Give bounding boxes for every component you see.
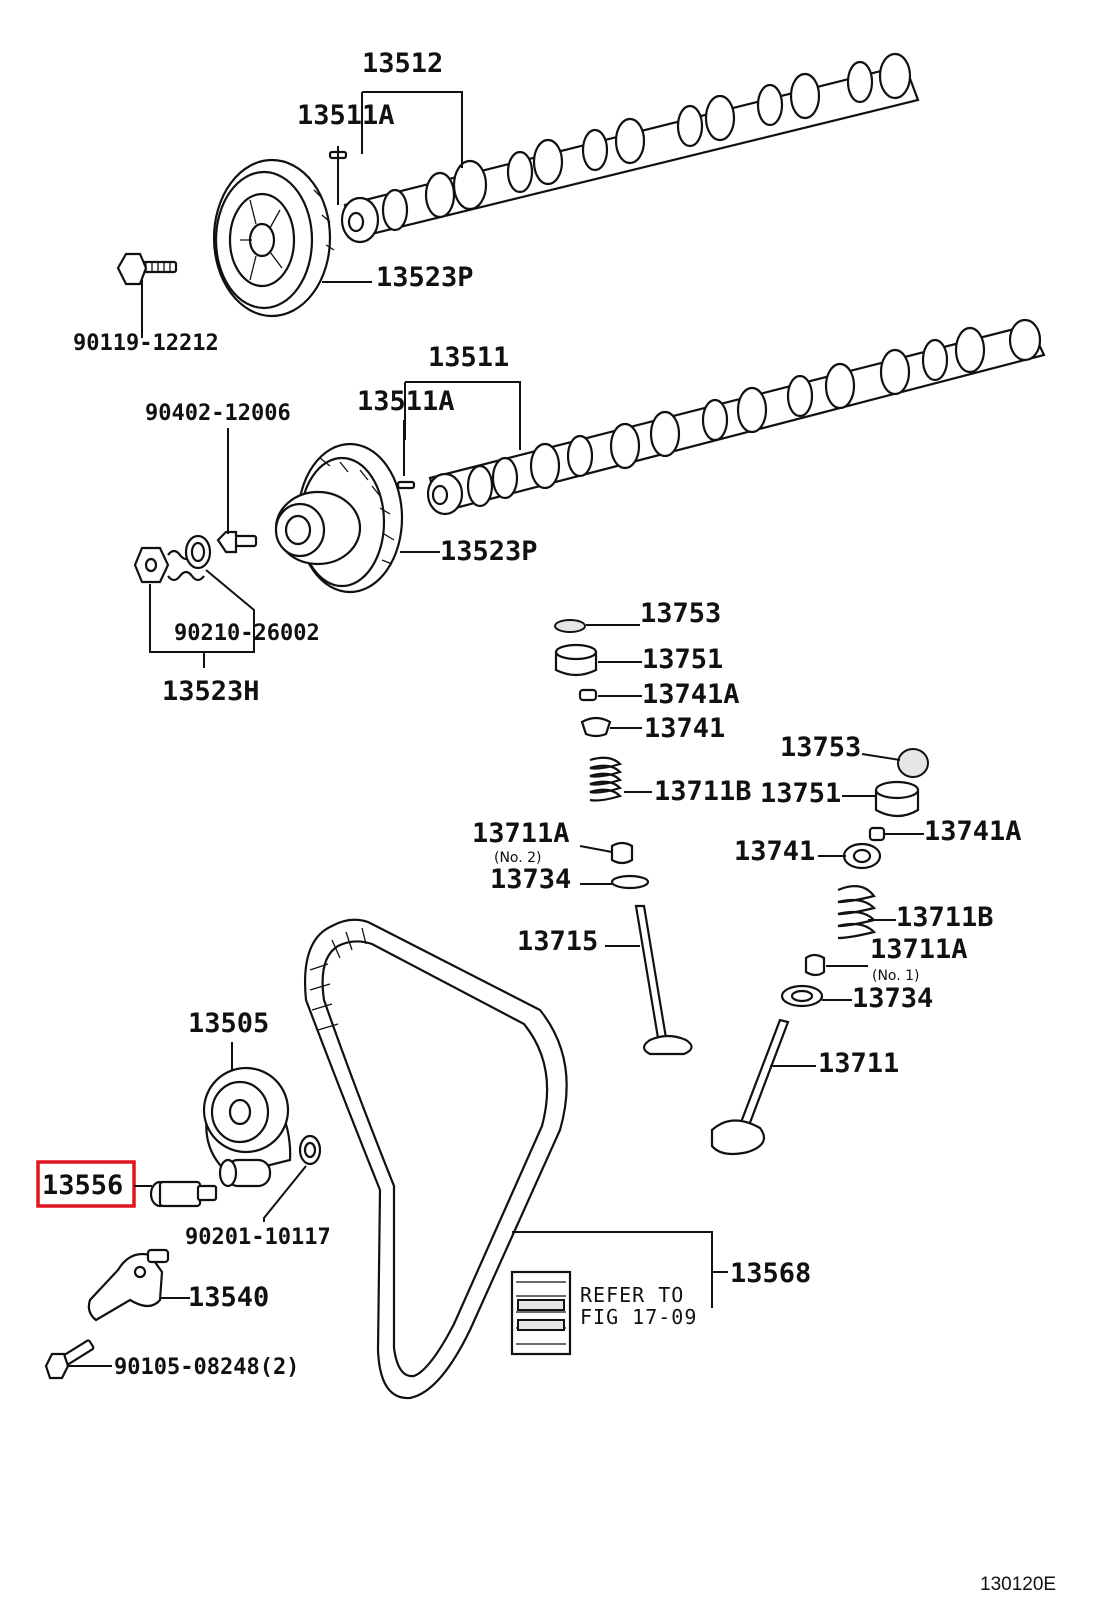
label-90210-26002[interactable]: 90210-26002 (174, 621, 320, 646)
refer-icon (510, 1270, 572, 1356)
label-13741-a[interactable]: 13741 (644, 713, 725, 744)
label-13511A-top[interactable]: 13511A (297, 100, 395, 131)
leader-13523H (149, 584, 255, 668)
label-13523P-mid[interactable]: 13523P (440, 536, 538, 567)
note-no2: (No. 2) (494, 850, 542, 866)
tensioner-pin (149, 1180, 218, 1208)
tensioner-washer (298, 1134, 322, 1166)
label-13741A-a[interactable]: 13741A (642, 679, 740, 710)
label-13751-a[interactable]: 13751 (642, 644, 723, 675)
label-90402-12006[interactable]: 90402-12006 (145, 401, 291, 426)
lower-camshaft (426, 318, 1046, 516)
refer-line-2[interactable]: FIG 17-09 (580, 1305, 697, 1329)
valve-train-b (710, 748, 929, 1156)
label-13741-b[interactable]: 13741 (734, 836, 815, 867)
label-13540[interactable]: 13540 (188, 1282, 269, 1313)
leader-90201 (263, 1165, 307, 1222)
label-13511[interactable]: 13511 (428, 342, 509, 373)
leader-13711A-a (579, 845, 613, 853)
label-13741A-b[interactable]: 13741A (924, 816, 1022, 847)
label-90119-12212[interactable]: 90119-12212 (73, 331, 219, 356)
upper-camshaft-sprocket (212, 158, 335, 318)
refer-line-1[interactable]: REFER TO (580, 1283, 684, 1307)
label-13568[interactable]: 13568 (730, 1258, 811, 1289)
leader-90210 (205, 569, 255, 618)
lower-knock-pin (396, 480, 416, 490)
label-13512[interactable]: 13512 (362, 48, 443, 79)
sprocket-bolt-assembly (133, 530, 258, 584)
label-13556[interactable]: 13556 (42, 1170, 123, 1201)
valve-train-a (554, 619, 693, 1056)
label-90105-08248[interactable]: 90105-08248(2) (114, 1355, 299, 1380)
label-13505[interactable]: 13505 (188, 1008, 269, 1039)
label-13511A-mid[interactable]: 13511A (357, 386, 455, 417)
tensioner-body (87, 1248, 170, 1322)
label-13753-b[interactable]: 13753 (780, 732, 861, 763)
label-13711A-b[interactable]: 13711A (870, 934, 968, 965)
tensioner-body-bolt (44, 1339, 95, 1380)
note-no1: (No. 1) (872, 968, 920, 984)
label-13751-b[interactable]: 13751 (760, 778, 841, 809)
figure-id: 130120E (980, 1574, 1056, 1595)
highlight-13556 (36, 1160, 136, 1208)
label-13734-a[interactable]: 13734 (490, 864, 571, 895)
label-13711B-b[interactable]: 13711B (896, 902, 994, 933)
label-13711A-a[interactable]: 13711A (472, 818, 570, 849)
label-13711[interactable]: 13711 (818, 1048, 899, 1079)
leader-13512 (361, 91, 463, 168)
leader-13568 (512, 1231, 728, 1308)
tensioner-pulley (202, 1066, 292, 1188)
label-13715[interactable]: 13715 (517, 926, 598, 957)
leader-13753-b (861, 753, 901, 761)
label-13711B-a[interactable]: 13711B (654, 776, 752, 807)
upper-camshaft (340, 52, 920, 244)
lower-camshaft-sprocket (274, 442, 404, 594)
label-90201-10117[interactable]: 90201-10117 (185, 1225, 331, 1250)
label-13523P-top[interactable]: 13523P (376, 262, 474, 293)
label-13523H[interactable]: 13523H (162, 676, 260, 707)
label-13734-b[interactable]: 13734 (852, 983, 933, 1014)
upper-sprocket-bolt (116, 252, 178, 286)
label-13753-a[interactable]: 13753 (640, 598, 721, 629)
timing-belt (304, 918, 568, 1400)
